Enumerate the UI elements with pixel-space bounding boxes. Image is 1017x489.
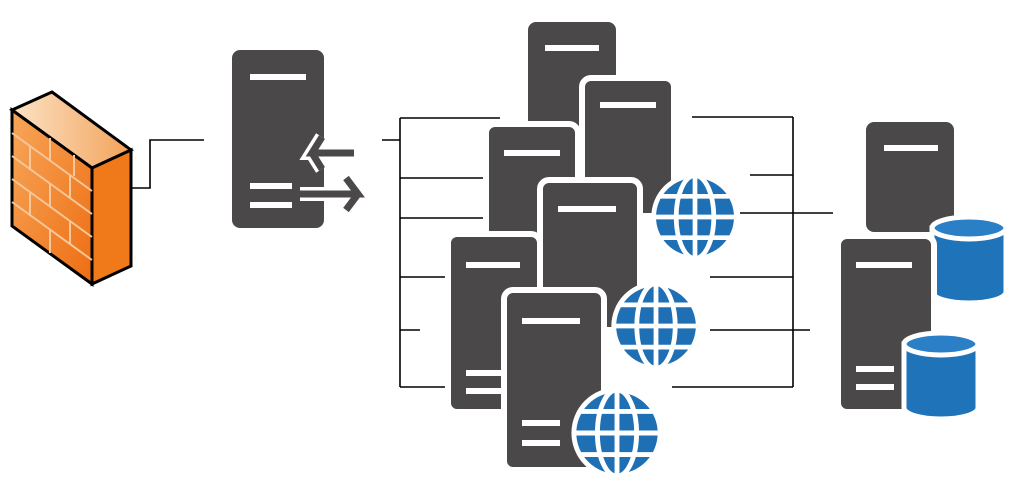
database-icon bbox=[929, 214, 1009, 306]
globe-icon bbox=[652, 174, 738, 260]
globe-icon bbox=[612, 282, 700, 370]
web-server-farm bbox=[445, 22, 738, 478]
db-server-2 bbox=[835, 233, 981, 422]
firewall-icon bbox=[9, 90, 134, 287]
edge-firewall-loadbalancer bbox=[130, 139, 204, 189]
db-server-1 bbox=[866, 122, 1009, 306]
connection-lines bbox=[130, 116, 833, 388]
database-servers bbox=[835, 122, 1009, 422]
database-icon bbox=[901, 330, 981, 422]
globe-icon bbox=[572, 388, 662, 478]
load-balancer-server bbox=[232, 50, 372, 228]
bidirectional-arrows-icon bbox=[299, 133, 372, 215]
